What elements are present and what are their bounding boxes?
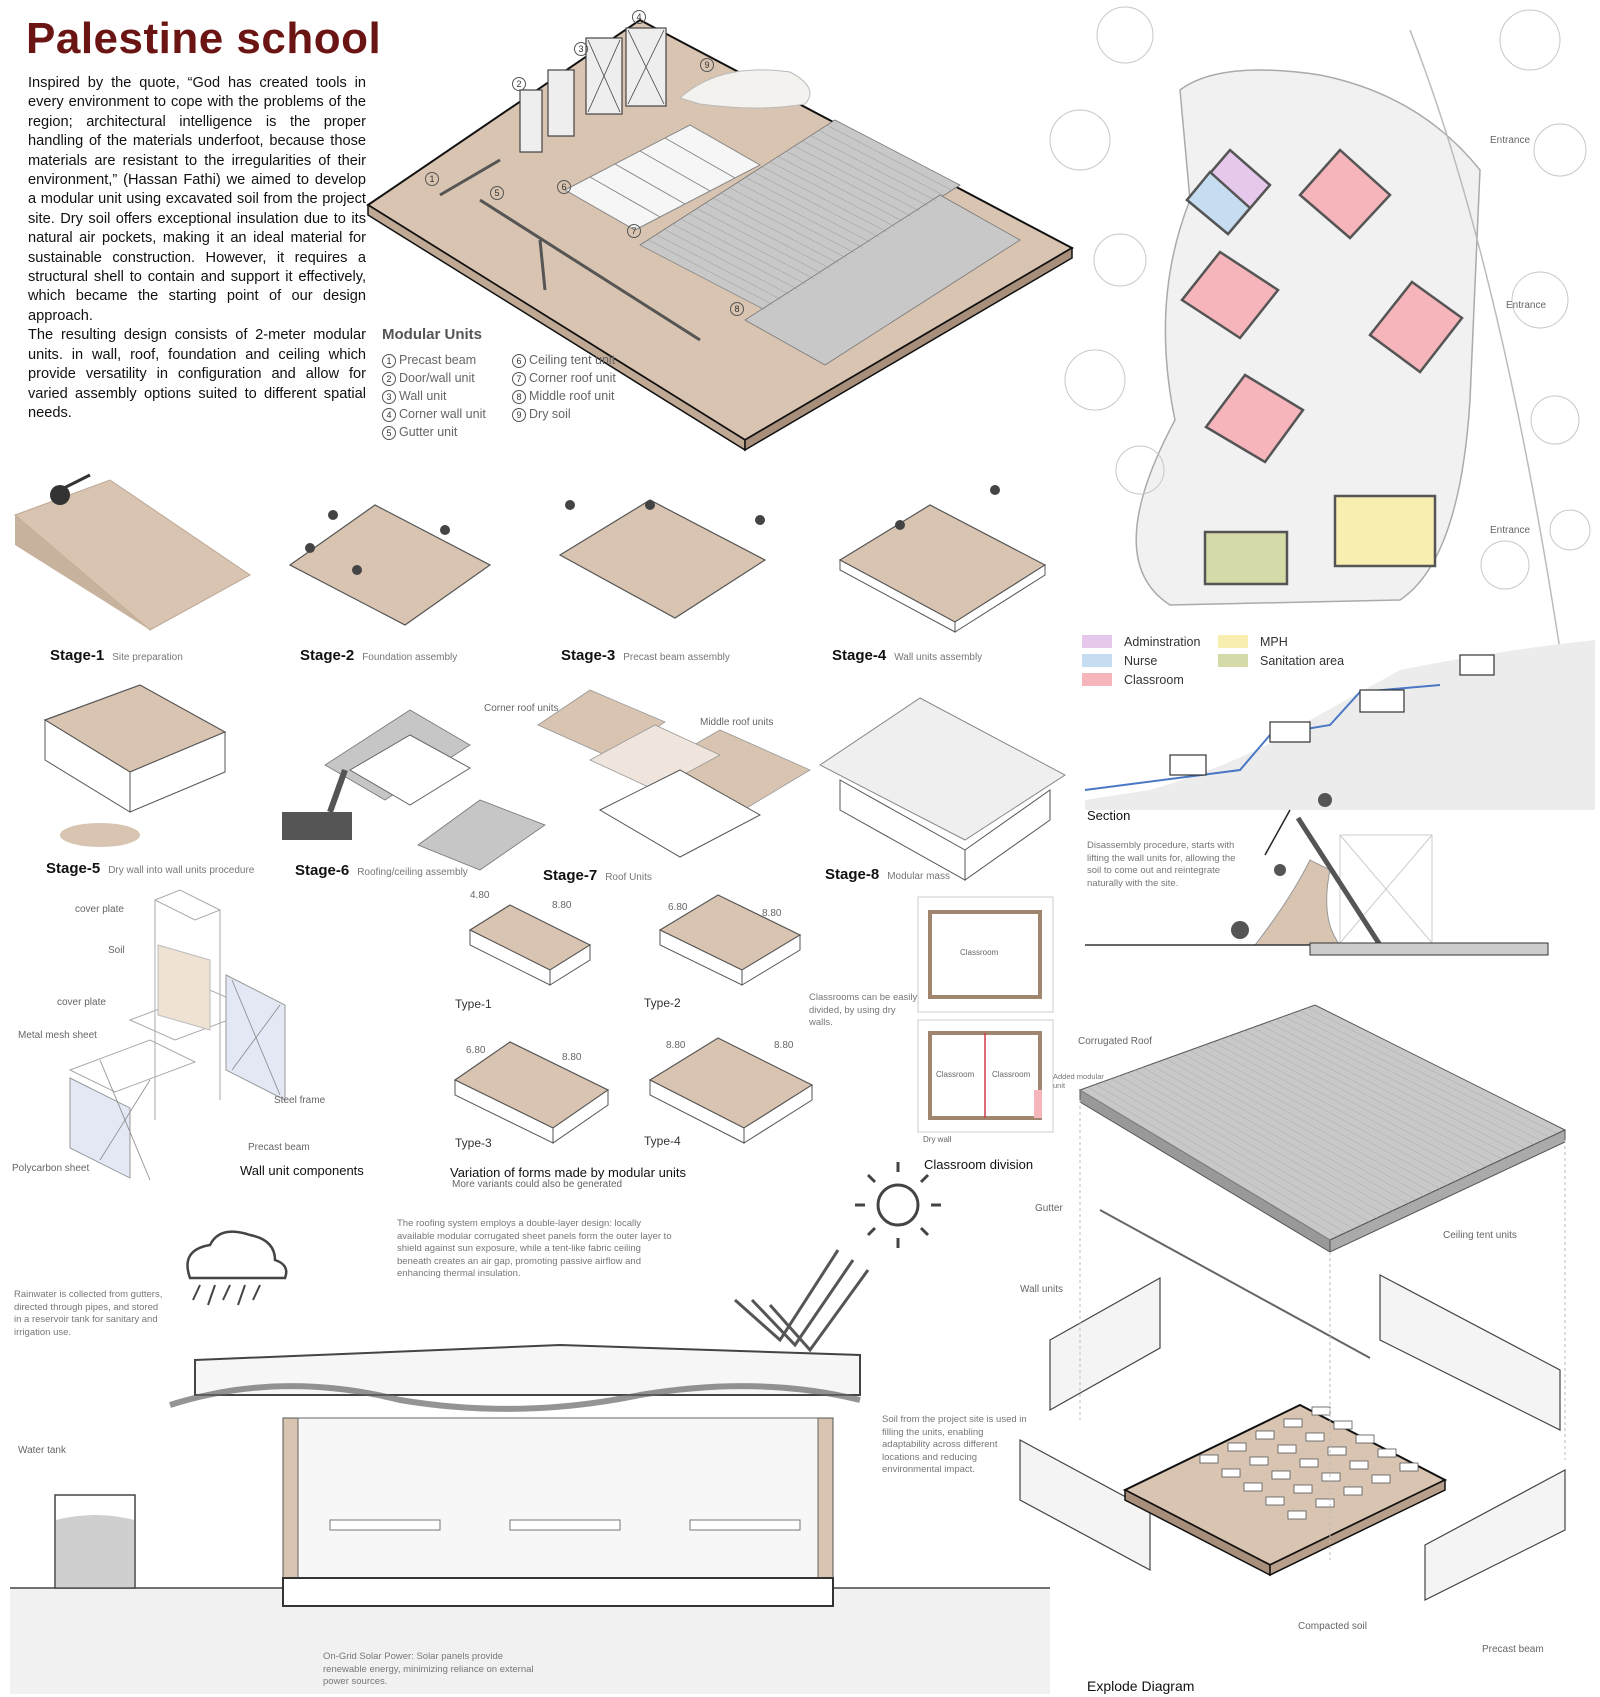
- callout-7: 7: [627, 224, 641, 238]
- type-4-dim-2: 8.80: [774, 1040, 794, 1051]
- precast-beam-explode-label: Precast beam: [1482, 1644, 1544, 1655]
- compacted-soil-label: Compacted soil: [1298, 1621, 1367, 1632]
- water-tank-label: Water tank: [18, 1445, 66, 1456]
- steel-frame-label: Steel frame: [274, 1095, 326, 1106]
- type-2-dim-2: 8.80: [762, 908, 782, 919]
- variations-subtitle: More variants could also be generated: [452, 1179, 623, 1190]
- precast-beam-label: Precast beam: [248, 1142, 310, 1153]
- type-3-dim-2: 8.80: [562, 1052, 582, 1063]
- corner-roof-units-label: Corner roof units: [484, 703, 559, 714]
- classroom-room-label: Classroom: [960, 948, 999, 957]
- wall-unit-title: Wall unit components: [240, 1163, 364, 1178]
- type-4-label: Type-4: [644, 1134, 681, 1148]
- soil-label: Soil: [108, 945, 125, 956]
- metal-mesh-label: Metal mesh sheet: [18, 1030, 97, 1041]
- type-3-label: Type-3: [455, 1136, 492, 1150]
- legend-swatch: [1082, 673, 1112, 686]
- legend-item: Classroom: [1082, 670, 1200, 689]
- polycarbon-label: Polycarbon sheet: [12, 1163, 90, 1174]
- callout-9: 9: [700, 58, 714, 72]
- soil-note: Soil from the project site is used in fi…: [882, 1414, 1027, 1475]
- callout-4: 4: [632, 10, 646, 24]
- callout-6: 6: [557, 180, 571, 194]
- legend-item: Sanitation area: [1218, 651, 1344, 670]
- solar-note: On-Grid Solar Power: Solar panels provid…: [323, 1651, 534, 1687]
- type-4-dim-1: 8.80: [666, 1040, 686, 1051]
- gutter-label: Gutter: [1035, 1203, 1063, 1214]
- cover-plate-label-1: cover plate: [75, 904, 124, 915]
- section-title: Section: [1087, 808, 1131, 823]
- legend-swatch: [1082, 635, 1112, 648]
- classroom-division-title: Classroom division: [924, 1157, 1034, 1172]
- callout-3: 3: [574, 42, 588, 56]
- rainwater-note: Rainwater is collected from gutters, dir…: [14, 1289, 163, 1338]
- entrance-label-2: Entrance: [1506, 300, 1547, 311]
- wall-units-label: Wall units: [1020, 1284, 1063, 1295]
- legend-item: Adminstration: [1082, 632, 1200, 651]
- type-3-dim-1: 6.80: [466, 1045, 486, 1056]
- intro-paragraph-2: The resulting design consists of 2-meter…: [28, 327, 366, 421]
- legend-swatch: [1082, 654, 1112, 667]
- roof-system-note: The roofing system employs a double-laye…: [397, 1218, 672, 1279]
- classroom-division-note: Classrooms can be easily divided, by usi…: [809, 992, 918, 1028]
- site-legend-right: MPH Sanitation area: [1218, 632, 1344, 670]
- modular-units-title: Modular Units: [382, 326, 482, 343]
- site-legend-left: Adminstration Nurse Classroom: [1082, 632, 1200, 689]
- type-1-label: Type-1: [455, 997, 492, 1011]
- dry-wall-label: Dry wall: [923, 1135, 952, 1144]
- callout-5: 5: [490, 186, 504, 200]
- variations-title: Variation of forms made by modular units: [450, 1165, 687, 1180]
- legend-item: MPH: [1218, 632, 1344, 651]
- page-title: Palestine school: [26, 14, 382, 63]
- added-unit-label: Added modular unit: [1053, 1072, 1104, 1090]
- intro-text: Inspired by the quote, “God has created …: [28, 74, 366, 423]
- type-1-dim-2: 8.80: [552, 900, 572, 911]
- legend-item: Nurse: [1082, 651, 1200, 670]
- intro-paragraph-1: Inspired by the quote, “God has created …: [28, 75, 366, 324]
- type-1-dim-1: 4.80: [470, 890, 490, 901]
- entrance-label-1: Entrance: [1490, 135, 1531, 146]
- entrance-label-3: Entrance: [1490, 525, 1531, 536]
- legend-swatch: [1218, 635, 1248, 648]
- type-2-dim-1: 6.80: [668, 902, 688, 913]
- cover-plate-label-2: cover plate: [57, 997, 106, 1008]
- classroom-room-label-left: Classroom: [936, 1070, 975, 1079]
- section-note: Disassembly procedure, starts with lifti…: [1087, 840, 1236, 889]
- callout-2: 2: [512, 77, 526, 91]
- ceiling-tent-label: Ceiling tent units: [1443, 1230, 1517, 1241]
- explode-diagram-title: Explode Diagram: [1087, 1678, 1195, 1694]
- callout-1: 1: [425, 172, 439, 186]
- legend-swatch: [1218, 654, 1248, 667]
- middle-roof-units-label: Middle roof units: [700, 717, 774, 728]
- corrugated-roof-label: Corrugated Roof: [1078, 1036, 1152, 1047]
- classroom-room-label-right: Classroom: [992, 1070, 1031, 1079]
- type-2-label: Type-2: [644, 996, 681, 1010]
- callout-8: 8: [730, 302, 744, 316]
